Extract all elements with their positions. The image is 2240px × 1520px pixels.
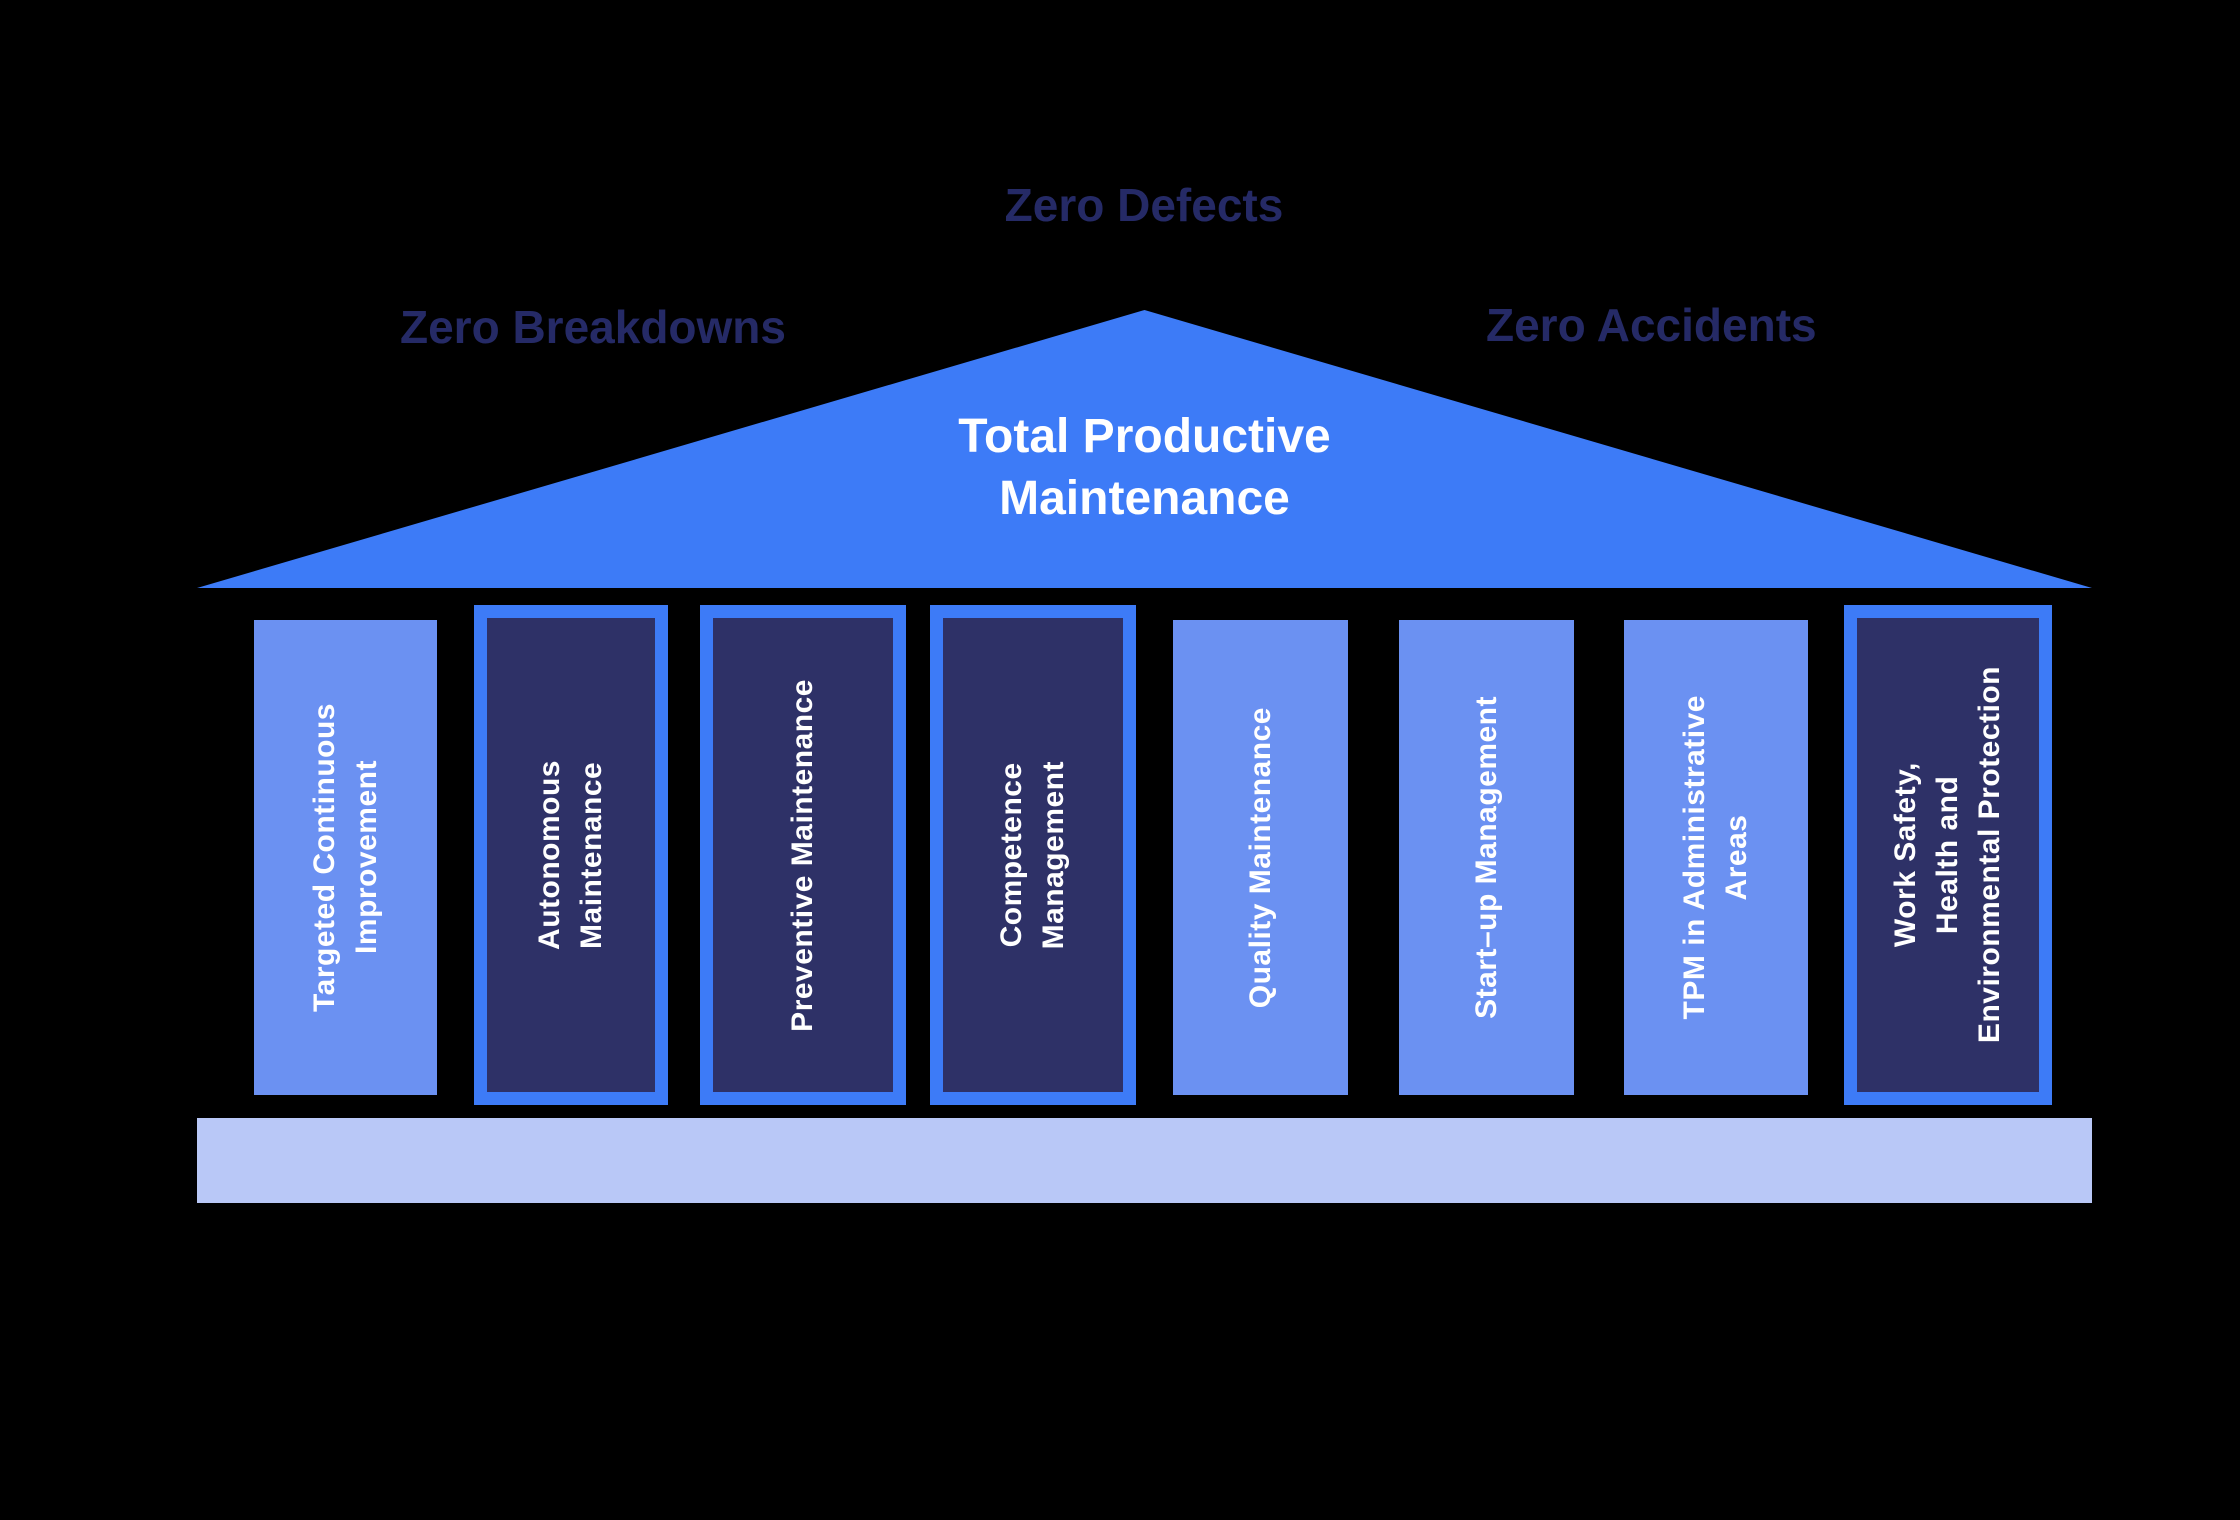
pillar-label: Competence Management [995, 760, 1070, 950]
pillar-label: Preventive Maintenance [786, 678, 819, 1032]
pillar-label: Quality Maintenance [1243, 706, 1277, 1009]
pillar-label: Work Safety, Health and Environmental Pr… [1889, 666, 2006, 1044]
pillar-label: Start–up Management [1469, 696, 1503, 1019]
pillar-targeted-continuous-improvement: Targeted Continuous Improvement [254, 620, 437, 1095]
pillar-label: Targeted Continuous Improvement [307, 703, 383, 1012]
pillar-label: TPM in Administrative Areas [1678, 695, 1753, 1020]
pillar-tpm-in-administrative-areas: TPM in Administrative Areas [1624, 620, 1808, 1095]
pillar-startup-management: Start–up Management [1399, 620, 1574, 1095]
goal-zero-breakdowns: Zero Breakdowns [400, 301, 786, 353]
pillar-preventive-maintenance: Preventive Maintenance [700, 605, 906, 1105]
pillar-quality-maintenance: Quality Maintenance [1173, 620, 1348, 1095]
foundation-bar [197, 1118, 2092, 1203]
goal-zero-accidents: Zero Accidents [1486, 299, 1817, 351]
pillar-label: Autonomous Maintenance [533, 760, 608, 950]
roof-title: Total Productive Maintenance [958, 410, 1331, 525]
pillar-work-safety-health-environmental-protection: Work Safety, Health and Environmental Pr… [1844, 605, 2052, 1105]
goal-zero-defects: Zero Defects [1004, 179, 1284, 231]
pillar-autonomous-maintenance: Autonomous Maintenance [474, 605, 668, 1105]
pillar-competence-management: Competence Management [930, 605, 1136, 1105]
